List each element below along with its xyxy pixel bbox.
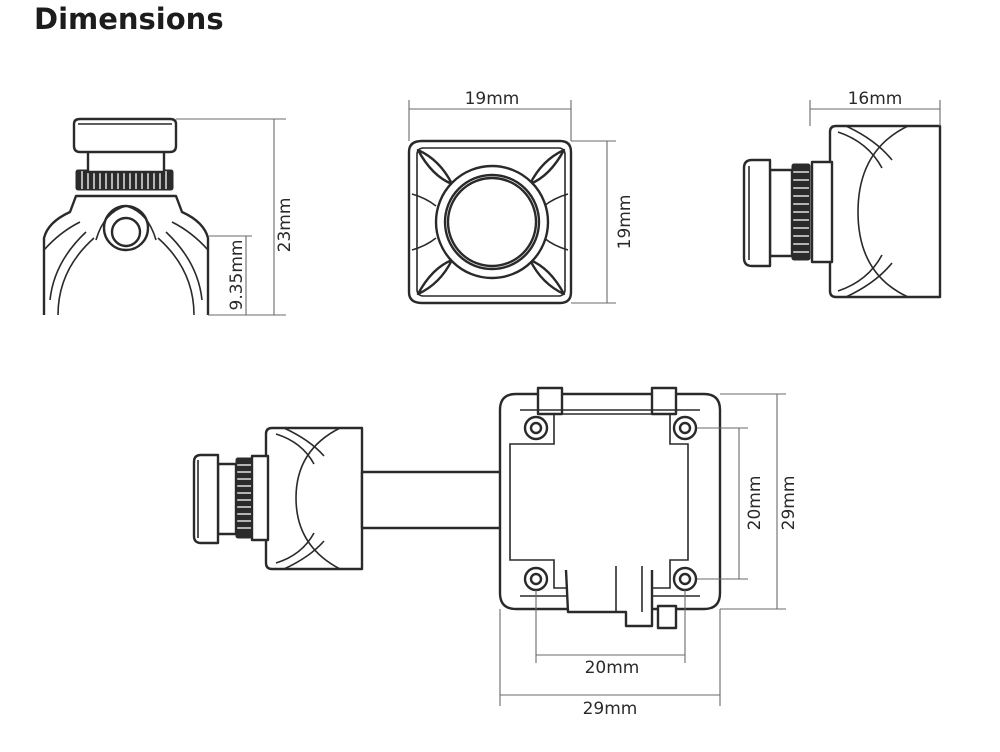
page-title: Dimensions (34, 2, 224, 36)
bottom-view (192, 386, 786, 706)
dim-label-23mm: 23mm (275, 198, 295, 253)
front-side-view (42, 117, 286, 316)
dim-label-board-height: 29mm (779, 476, 799, 531)
dim-label-hole-vertical: 20mm (745, 476, 765, 531)
dim-label-board-width: 29mm (583, 699, 638, 719)
dim-label-front-height: 19mm (615, 195, 635, 250)
dim-label-9-35mm: 9.35mm (227, 240, 247, 311)
dim-label-hole-horizontal: 20mm (585, 658, 640, 678)
front-view (407, 100, 616, 305)
side-view (742, 100, 942, 299)
dim-label-side-width: 16mm (848, 89, 903, 109)
dim-label-front-width: 19mm (465, 89, 520, 109)
